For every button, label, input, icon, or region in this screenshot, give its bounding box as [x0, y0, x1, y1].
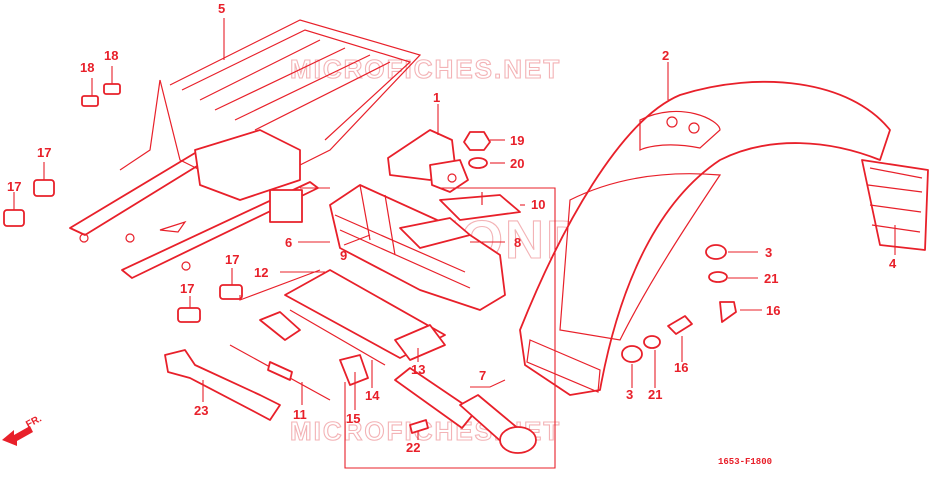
- callout-14: 14: [365, 388, 380, 403]
- callout-17-b: 17: [7, 179, 21, 194]
- callout-10: 10: [531, 197, 545, 212]
- rear-fender-part-2[interactable]: [519, 81, 891, 396]
- callout-16-left: 16: [674, 360, 688, 375]
- watermark-top: MICROFICHES.NET: [290, 54, 561, 84]
- front-direction-label: FR.: [24, 413, 44, 430]
- callout-16-right: 16: [766, 303, 780, 318]
- callout-11: 11: [293, 407, 307, 422]
- bolt-part-16-right[interactable]: [719, 301, 737, 323]
- callout-3-right: 3: [765, 245, 772, 260]
- callout-9: 9: [340, 248, 347, 263]
- grommet-part-3-right[interactable]: [705, 244, 727, 260]
- wrench-part-23[interactable]: [164, 349, 281, 421]
- callout-17-d: 17: [180, 281, 194, 296]
- callout-23: 23: [194, 403, 208, 418]
- bolt-part-16-left[interactable]: [667, 315, 693, 335]
- callout-18-b: 18: [104, 48, 118, 63]
- callout-13: 13: [411, 362, 425, 377]
- callout-20: 20: [510, 156, 524, 171]
- callout-17-c: 17: [225, 252, 239, 267]
- washer-part-20[interactable]: [468, 157, 488, 169]
- callout-6: 6: [285, 235, 292, 250]
- callout-1: 1: [433, 90, 440, 105]
- callout-2: 2: [662, 48, 669, 63]
- screwdriver-part-14[interactable]: [259, 309, 386, 366]
- tool-holder-part-1[interactable]: [387, 129, 469, 193]
- washer-part-21-left[interactable]: [643, 335, 661, 349]
- callout-4: 4: [889, 256, 897, 271]
- rubber-part-18[interactable]: [81, 83, 121, 107]
- mud-flap-part-4[interactable]: [861, 159, 929, 251]
- tool-bag-part-9[interactable]: [329, 184, 506, 311]
- callout-19: 19: [510, 133, 524, 148]
- leader-lines: [13, 18, 896, 469]
- tube-part-7[interactable]: [394, 367, 537, 454]
- callout-3-left: 3: [626, 387, 633, 402]
- plate-part-10[interactable]: [439, 192, 521, 221]
- callout-12: 12: [254, 265, 268, 280]
- callout-21-right: 21: [764, 271, 778, 286]
- tool-bag-part-8[interactable]: [399, 217, 471, 249]
- grommet-part-3-left[interactable]: [621, 345, 643, 363]
- callout-15: 15: [346, 411, 360, 426]
- callout-7: 7: [479, 368, 486, 383]
- callout-22: 22: [406, 440, 420, 455]
- nut-part-19[interactable]: [463, 131, 491, 151]
- callout-21-left: 21: [648, 387, 662, 402]
- box-wrench-part-15[interactable]: [339, 354, 369, 386]
- cushion-part-17[interactable]: [3, 179, 243, 323]
- front-direction-arrow-icon: FR.: [2, 413, 44, 446]
- callout-17-a: 17: [37, 145, 51, 160]
- callout-8: 8: [514, 235, 521, 250]
- carrier-frame-part-5[interactable]: [69, 19, 422, 279]
- callout-5: 5: [218, 1, 225, 16]
- washer-part-21-right[interactable]: [708, 271, 728, 283]
- diagram-code: 1653-F1800: [718, 457, 772, 467]
- pin-part-22[interactable]: [409, 419, 429, 434]
- callout-labels: 1 2 3 3 4 5 6 7 8 9 10 11 12 13 14 15 16…: [7, 1, 897, 455]
- tool-bracket-part-13[interactable]: [394, 324, 446, 361]
- screwdriver-part-11[interactable]: [229, 344, 331, 401]
- callout-18-a: 18: [80, 60, 94, 75]
